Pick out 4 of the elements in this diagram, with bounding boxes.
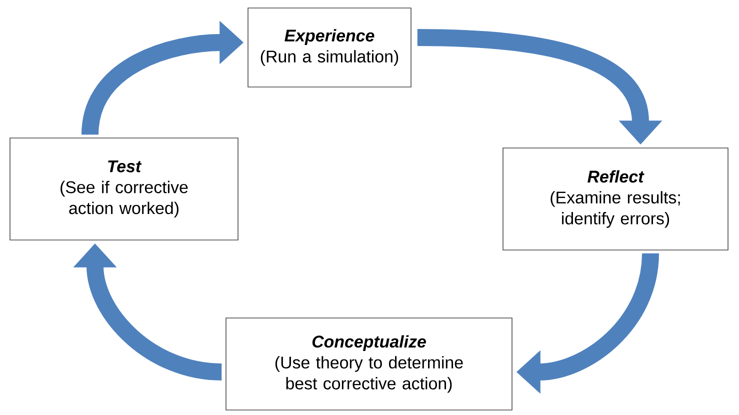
text-box: Experience (Run a simulation) (248, 8, 412, 88)
text-box: Test (See if corrective action worked) (10, 138, 238, 240)
text-box: Reflect (Examine results; identify errors) (502, 148, 728, 250)
text-box: Conceptualize (Use theory to determine best corrective action) (226, 318, 512, 410)
